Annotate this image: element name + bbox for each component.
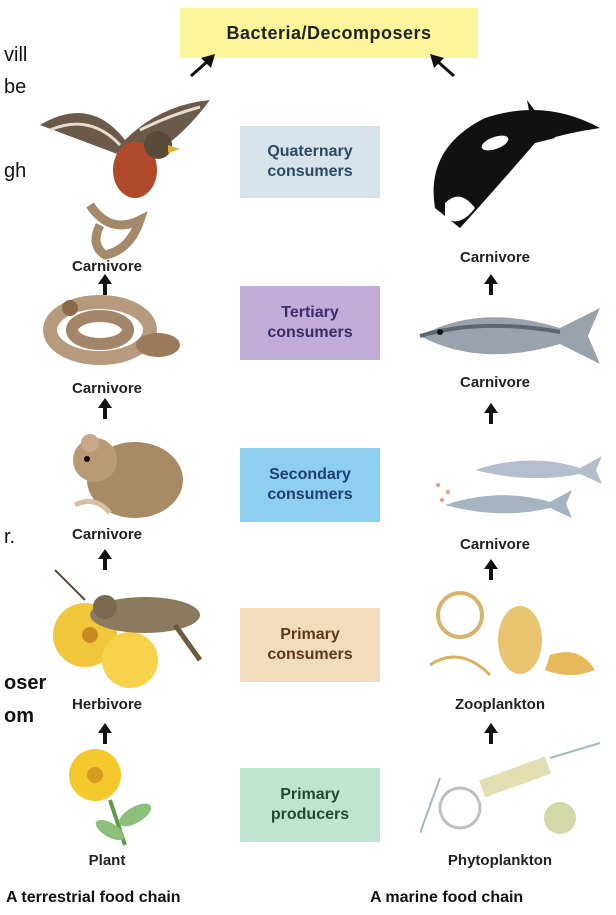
hawk-illustration <box>30 85 220 260</box>
text-fragment: r. <box>4 526 15 549</box>
level-secondary-consumers: Secondary consumers <box>240 448 380 522</box>
snake-illustration <box>40 290 190 380</box>
arrow-up <box>489 412 493 424</box>
marine-label-zooplankton: Zooplankton <box>425 696 575 713</box>
marine-label-carnivore-4: Carnivore <box>435 249 555 266</box>
arrow-up <box>489 283 493 295</box>
arrow-to-decomposers-left <box>185 50 225 82</box>
terrestrial-label-carnivore-3: Carnivore <box>52 380 162 397</box>
tuna-illustration <box>410 298 610 373</box>
text-fragment: gh <box>4 160 26 183</box>
terrestrial-label-carnivore-2: Carnivore <box>52 526 162 543</box>
arrow-up <box>103 407 107 419</box>
marine-label-phytoplankton: Phytoplankton <box>420 852 580 869</box>
terrestrial-label-plant: Plant <box>52 852 162 869</box>
text-fragment: om <box>4 705 34 728</box>
marine-chain-title: A marine food chain <box>370 889 523 907</box>
arrow-up <box>103 732 107 744</box>
zooplankton-illustration <box>420 585 610 690</box>
level-primary-consumers: Primary consumers <box>240 608 380 682</box>
arrow-up <box>489 568 493 580</box>
mouse-illustration <box>55 425 190 525</box>
phytoplankton-illustration <box>420 738 610 853</box>
marine-label-carnivore-3: Carnivore <box>435 374 555 391</box>
grasshopper-flower-illustration <box>45 565 210 690</box>
small-fish-illustration <box>430 440 610 530</box>
level-quaternary-consumers: Quaternary consumers <box>240 126 380 198</box>
text-fragment: be <box>4 76 26 99</box>
terrestrial-label-carnivore-4: Carnivore <box>52 258 162 275</box>
level-tertiary-consumers: Tertiary consumers <box>240 286 380 360</box>
level-primary-producers: Primary producers <box>240 768 380 842</box>
arrow-to-decomposers-right <box>420 50 460 82</box>
terrestrial-chain-title: A terrestrial food chain <box>6 889 181 907</box>
text-fragment: oser <box>4 672 46 695</box>
orca-illustration <box>415 88 610 238</box>
terrestrial-label-herbivore: Herbivore <box>52 696 162 713</box>
text-fragment: vill <box>4 44 27 67</box>
plant-illustration <box>55 745 165 850</box>
marine-label-carnivore-2: Carnivore <box>435 536 555 553</box>
